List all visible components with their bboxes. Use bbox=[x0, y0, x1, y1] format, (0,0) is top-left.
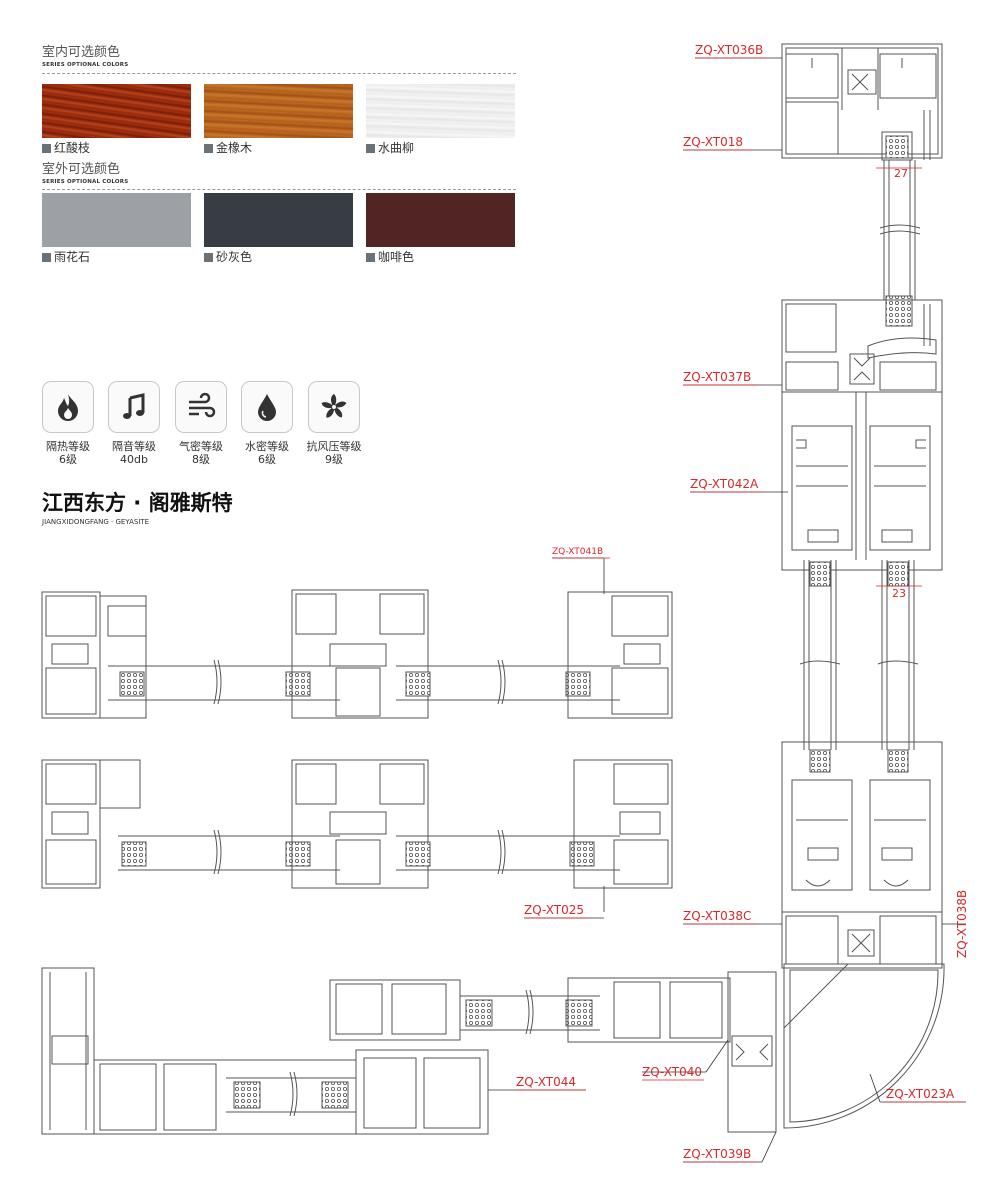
callout-xt036b: ZQ-XT036B bbox=[695, 43, 763, 57]
brand-title: 江西东方 · 阁雅斯特 bbox=[42, 491, 233, 515]
callout-xt044: ZQ-XT044 bbox=[516, 1075, 576, 1089]
exterior-colors-subtitle: SERIES OPTIONAL COLORS bbox=[42, 179, 129, 185]
profile-xt036b bbox=[781, 43, 943, 161]
perf-name: 水密等级 bbox=[245, 440, 289, 453]
water-drop-icon bbox=[241, 381, 293, 433]
perf-wind-pressure: 抗风压等级 9级 bbox=[307, 381, 362, 466]
exterior-colors-title: 室外可选颜色 bbox=[42, 162, 121, 177]
callout-xt039b: ZQ-XT039B bbox=[683, 1147, 751, 1161]
wind-icon bbox=[175, 381, 227, 433]
perf-value: 6级 bbox=[59, 453, 77, 466]
music-note-icon bbox=[108, 381, 160, 433]
perf-value: 9级 bbox=[325, 453, 343, 466]
swatch-label-jinxiangmu: 金橡木 bbox=[204, 141, 252, 155]
callout-xt041b: ZQ-XT041B bbox=[552, 547, 603, 557]
swatch-jinxiangmu[interactable] bbox=[204, 84, 353, 138]
swatch-label-shuiquliu: 水曲柳 bbox=[366, 141, 414, 155]
swatch-label-hongsuanzhi: 红酸枝 bbox=[42, 141, 90, 155]
perf-name: 隔音等级 bbox=[112, 440, 156, 453]
interior-colors-title: 室内可选颜色 bbox=[42, 45, 121, 60]
profile-row1 bbox=[41, 589, 673, 719]
swatch-hongsuanzhi[interactable] bbox=[42, 84, 191, 138]
swatch-label-shahuise: 砂灰色 bbox=[204, 250, 252, 264]
callout-xt037b: ZQ-XT037B bbox=[683, 370, 751, 384]
fan-icon bbox=[308, 381, 360, 433]
perf-watertight: 水密等级 6级 bbox=[240, 381, 294, 466]
profile-xt042a bbox=[781, 391, 943, 571]
swatch-kafeise[interactable] bbox=[366, 193, 515, 247]
callout-xt018: ZQ-XT018 bbox=[683, 135, 743, 149]
perf-name: 抗风压等级 bbox=[306, 440, 362, 453]
perf-sound: 隔音等级 40db bbox=[107, 381, 161, 466]
brand-subtitle: JIANGXIDONGFANG · GEYASITE bbox=[42, 518, 150, 526]
swatch-yuhuashi[interactable] bbox=[42, 193, 191, 247]
profile-lower-sash bbox=[781, 741, 943, 913]
callout-xt038c: ZQ-XT038C bbox=[683, 909, 751, 923]
perf-name: 气密等级 bbox=[179, 440, 223, 453]
swatch-shahuise[interactable] bbox=[204, 193, 353, 247]
divider bbox=[42, 189, 516, 190]
flame-icon bbox=[42, 381, 94, 433]
callout-xt040: ZQ-XT040 bbox=[642, 1065, 702, 1079]
dimension-top-glass: 27 bbox=[894, 167, 908, 180]
callout-xt023a: ZQ-XT023A bbox=[886, 1087, 955, 1101]
profile-row3 bbox=[41, 967, 731, 1135]
profile-xt023a bbox=[727, 963, 945, 1133]
swatch-shuiquliu[interactable] bbox=[366, 84, 515, 138]
divider bbox=[42, 73, 516, 74]
glass-pane-mid bbox=[799, 560, 919, 773]
profile-xt037b bbox=[781, 299, 943, 393]
perf-value: 6级 bbox=[258, 453, 276, 466]
perf-airtight: 气密等级 8级 bbox=[174, 381, 228, 466]
callout-xt038b: ZQ-XT038B bbox=[955, 890, 969, 958]
perf-name: 隔热等级 bbox=[46, 440, 90, 453]
swatch-label-yuhuashi: 雨花石 bbox=[42, 250, 90, 264]
perf-value: 40db bbox=[120, 453, 148, 466]
perf-insulation: 隔热等级 6级 bbox=[41, 381, 95, 466]
callout-xt042a: ZQ-XT042A bbox=[690, 477, 759, 491]
dimension-mid-glass: 23 bbox=[892, 587, 906, 600]
profile-row2 bbox=[41, 759, 673, 889]
profile-xt038c bbox=[781, 911, 943, 969]
swatch-label-kafeise: 咖啡色 bbox=[366, 250, 414, 264]
glass-pane-top bbox=[879, 160, 921, 327]
interior-colors-subtitle: SERIES OPTIONAL COLORS bbox=[42, 62, 129, 68]
perf-value: 8级 bbox=[192, 453, 210, 466]
callout-xt025: ZQ-XT025 bbox=[524, 903, 584, 917]
